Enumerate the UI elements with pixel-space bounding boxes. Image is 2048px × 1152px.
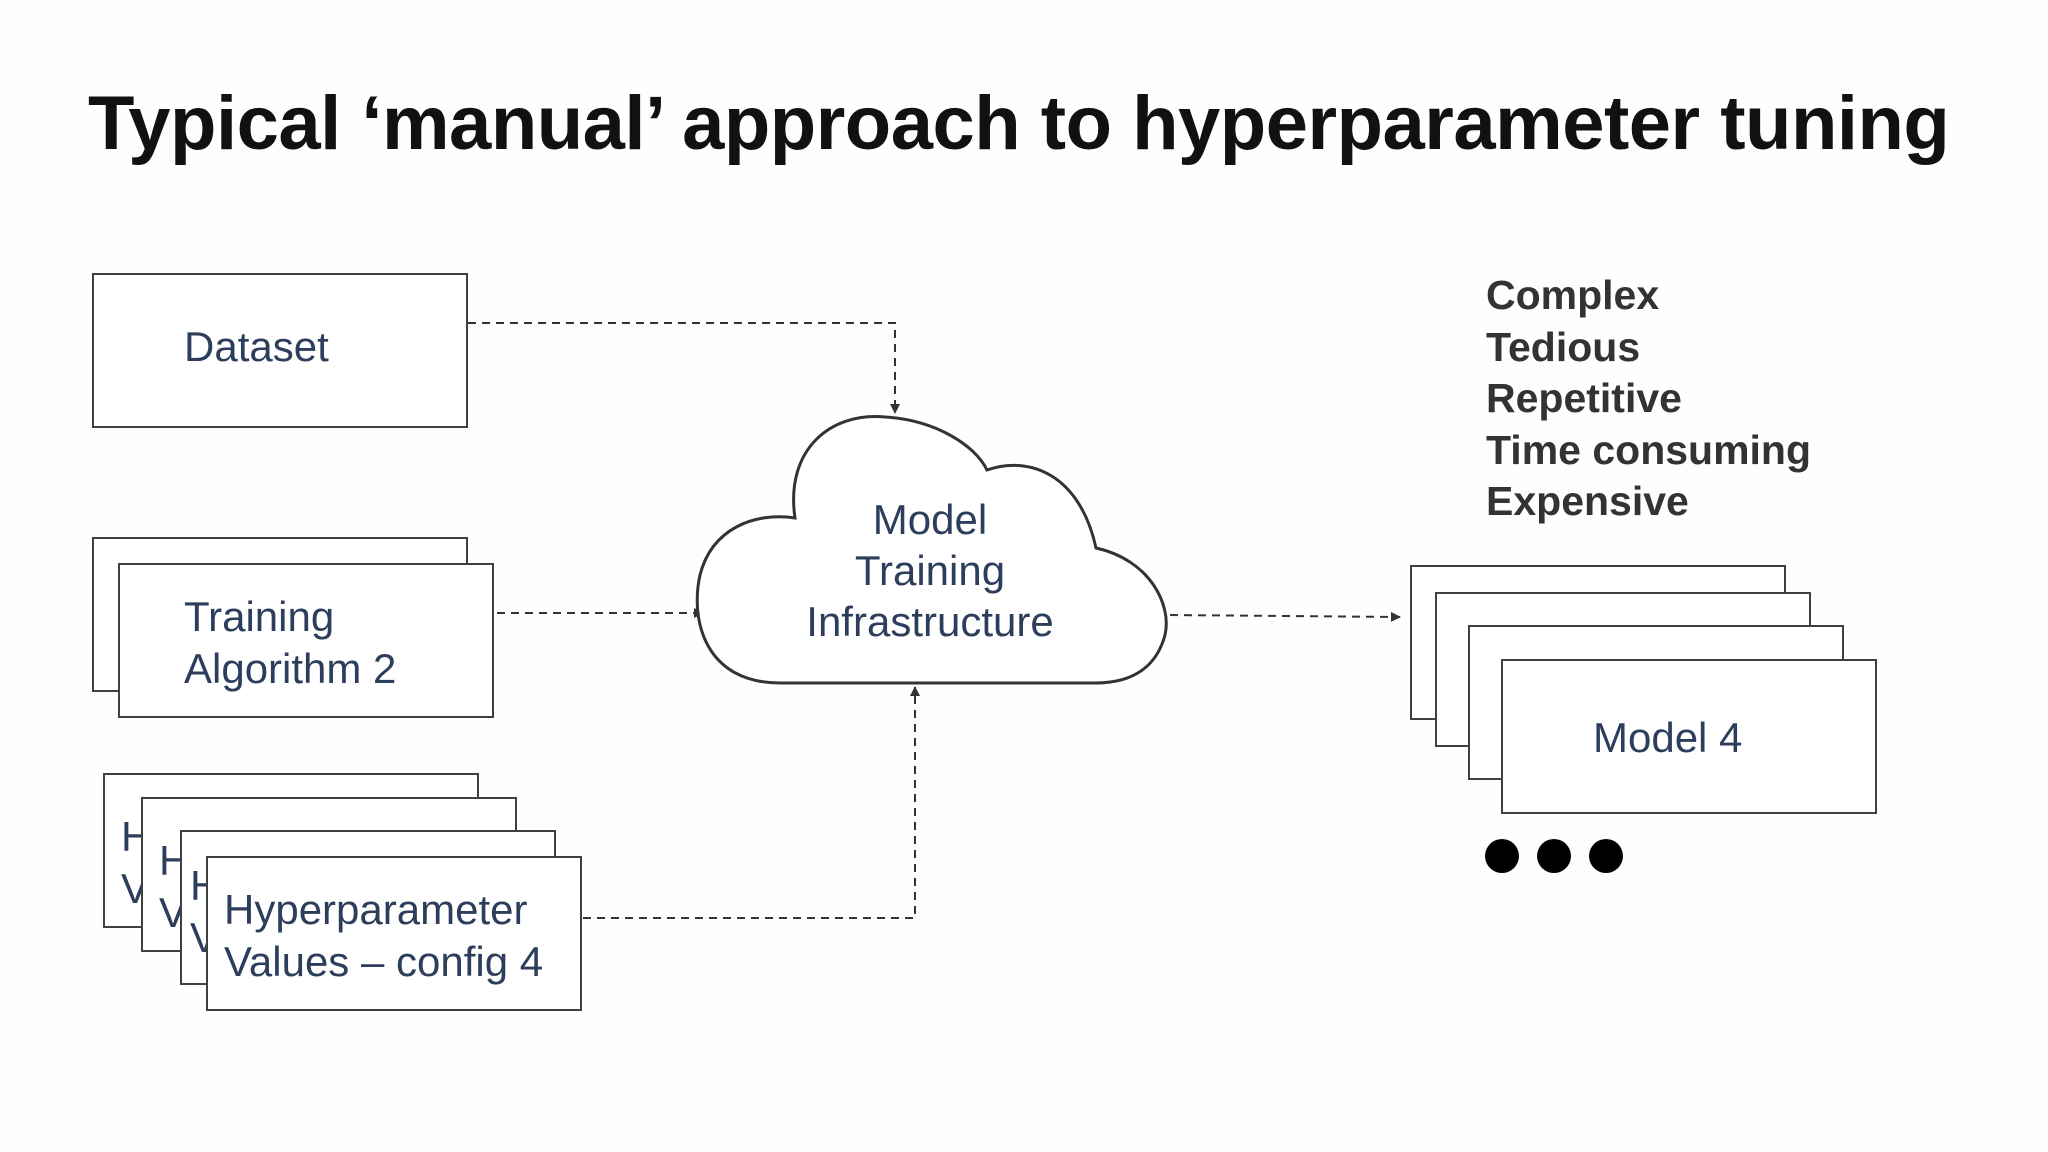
slide-title: Typical ‘manual’ approach to hyperparame…: [88, 81, 1950, 166]
infrastructure-line1: Model: [872, 496, 988, 543]
drawback-item: Expensive: [1486, 478, 1689, 524]
output-arrow: [1169, 611, 1401, 622]
drawback-item: Tedious: [1486, 323, 1641, 370]
hyperparameter-label-line2: Values – config 4: [224, 938, 544, 985]
dataset-label: Dataset: [184, 323, 329, 370]
drawback-item: Complex: [1486, 272, 1660, 318]
cloud-shape: [695, 415, 1168, 685]
algorithm-label-line1: Training: [184, 593, 335, 640]
drawbacks-list: Complex Tedious Repetitive Time consumin…: [1486, 270, 1811, 528]
dataset-box: Dataset: [92, 273, 468, 428]
ellipsis-dot: [1537, 839, 1571, 873]
algorithm-box: Training Algorithm 2: [118, 563, 494, 718]
drawback-item: Time consuming: [1486, 426, 1812, 473]
dataset-arrow: [468, 322, 900, 414]
training-infrastructure-label: Model Training Infrastructure: [790, 494, 1070, 647]
infrastructure-line3: Infrastructure: [806, 598, 1054, 645]
model-box-4: Model 4: [1501, 659, 1877, 814]
ellipsis-dot: [1589, 839, 1623, 873]
hyperparameter-label-line1: Hyperparameter: [224, 886, 528, 933]
model-label: Model 4: [1593, 714, 1743, 761]
drawback-item: Repetitive: [1486, 375, 1682, 421]
ellipsis-dot: [1485, 839, 1519, 873]
hyperparameter-arrow: [583, 686, 920, 919]
hyperparameter-box-config-4: Hyperparameter Values – config 4: [206, 856, 582, 1011]
infrastructure-line2: Training: [854, 547, 1006, 594]
algorithm-label-line2: Algorithm 2: [184, 645, 397, 692]
